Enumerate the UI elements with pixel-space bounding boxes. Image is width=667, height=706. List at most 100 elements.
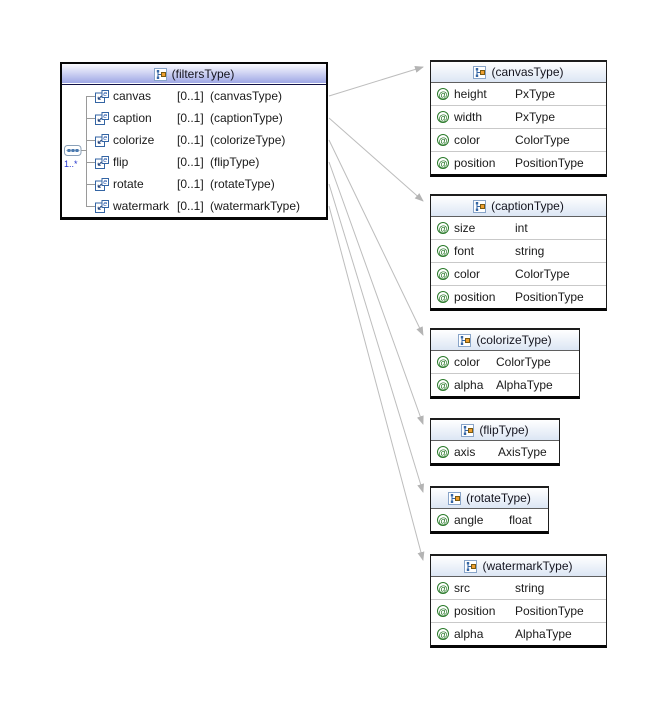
- element-row-caption[interactable]: e caption [0..1] (captionType): [62, 107, 326, 129]
- attribute-row-color[interactable]: @ color ColorType: [431, 351, 579, 373]
- type-title: (watermarkType): [482, 559, 573, 573]
- element-cardinality: [0..1]: [177, 177, 204, 191]
- type-header[interactable]: (canvasType): [431, 62, 606, 83]
- attribute-row-axis[interactable]: @ axis AxisType: [431, 441, 559, 463]
- tree-connector-vertical: [86, 96, 87, 206]
- element-icon: e: [95, 111, 109, 125]
- attribute-row-src[interactable]: @ src string: [431, 577, 606, 599]
- attribute-name: position: [454, 604, 496, 618]
- element-name: watermark: [113, 199, 170, 213]
- connector-watermark: [328, 205, 425, 561]
- attribute-name: angle: [454, 513, 484, 527]
- complex-type-icon: [473, 199, 487, 213]
- attribute-row-angle[interactable]: @ angle float: [431, 509, 548, 531]
- sequence-icon: [64, 145, 82, 156]
- connector-caption: [328, 117, 424, 202]
- attribute-row-color[interactable]: @ color ColorType: [431, 128, 606, 151]
- attribute-type: int: [515, 221, 528, 235]
- attribute-type: PxType: [515, 87, 556, 101]
- element-icon: e: [95, 177, 109, 191]
- attribute-row-width[interactable]: @ width PxType: [431, 105, 606, 128]
- attribute-name: src: [454, 581, 470, 595]
- attribute-name: axis: [454, 445, 476, 459]
- attribute-type: ColorType: [496, 355, 551, 369]
- type-box-rotatetype[interactable]: (rotateType) @ angle float: [430, 486, 549, 534]
- element-type: (captionType): [210, 111, 283, 125]
- attribute-icon: @: [437, 356, 449, 368]
- element-cardinality: [0..1]: [177, 199, 204, 213]
- attribute-icon: @: [437, 157, 449, 169]
- attribute-name: position: [454, 290, 496, 304]
- compositor-cardinality: 1..*: [64, 159, 78, 169]
- attribute-type: PositionType: [515, 156, 584, 170]
- type-box-fliptype[interactable]: (flipType) @ axis AxisType: [430, 418, 560, 466]
- attribute-name: alpha: [454, 378, 484, 392]
- element-cardinality: [0..1]: [177, 133, 204, 147]
- attribute-row-position[interactable]: @ position PositionType: [431, 599, 606, 622]
- attribute-type: string: [515, 244, 545, 258]
- type-header[interactable]: (flipType): [431, 420, 559, 441]
- svg-text:e: e: [103, 179, 107, 186]
- type-title: (captionType): [491, 199, 564, 213]
- attribute-row-position[interactable]: @ position PositionType: [431, 285, 606, 308]
- attribute-type: ColorType: [515, 133, 570, 147]
- attribute-type: PositionType: [515, 604, 584, 618]
- attribute-row-alpha[interactable]: @ alpha AlphaType: [431, 622, 606, 645]
- attribute-name: font: [454, 244, 475, 258]
- attribute-row-color[interactable]: @ color ColorType: [431, 262, 606, 285]
- connector-canvas: [328, 66, 424, 97]
- element-icon: e: [95, 155, 109, 169]
- attribute-row-font[interactable]: @ font string: [431, 239, 606, 262]
- element-row-watermark[interactable]: e watermark [0..1] (watermarkType): [62, 195, 326, 217]
- svg-text:e: e: [103, 113, 107, 120]
- type-header[interactable]: (rotateType): [431, 488, 548, 509]
- attribute-row-alpha[interactable]: @ alpha AlphaType: [431, 373, 579, 396]
- type-box-canvastype[interactable]: (canvasType) @ height PxType @ width PxT…: [430, 60, 607, 177]
- attribute-name: width: [454, 110, 483, 124]
- attribute-icon: @: [437, 291, 449, 303]
- type-title: (rotateType): [466, 491, 531, 505]
- element-row-canvas[interactable]: e canvas [0..1] (canvasType): [62, 85, 326, 107]
- attribute-name: alpha: [454, 627, 484, 641]
- complex-type-box-filterstype[interactable]: (filtersType) 1..*: [60, 62, 328, 220]
- element-row-flip[interactable]: e flip [0..1] (flipType): [62, 151, 326, 173]
- type-title: (flipType): [479, 423, 529, 437]
- type-header[interactable]: (colorizeType): [431, 330, 579, 351]
- connector-flip: [328, 161, 424, 425]
- svg-text:e: e: [103, 135, 107, 142]
- sequence-compositor[interactable]: 1..*: [64, 144, 84, 169]
- type-box-colorizetype[interactable]: (colorizeType) @ color ColorType @ alpha…: [430, 328, 580, 399]
- attribute-name: color: [454, 133, 481, 147]
- attribute-type: AlphaType: [496, 378, 553, 392]
- element-name: colorize: [113, 133, 155, 147]
- compositor-connector-stub: [81, 150, 86, 151]
- attribute-row-position[interactable]: @ position PositionType: [431, 151, 606, 174]
- attribute-row-size[interactable]: @ size int: [431, 217, 606, 239]
- attribute-icon: @: [437, 268, 449, 280]
- type-box-watermarktype[interactable]: (watermarkType) @ src string @ position …: [430, 554, 607, 648]
- element-icon: e: [95, 199, 109, 213]
- element-cardinality: [0..1]: [177, 155, 204, 169]
- type-header[interactable]: (watermarkType): [431, 556, 606, 577]
- attribute-name: position: [454, 156, 496, 170]
- svg-text:e: e: [103, 91, 107, 98]
- attribute-icon: @: [437, 446, 449, 458]
- attribute-icon: @: [437, 88, 449, 100]
- type-header[interactable]: (captionType): [431, 196, 606, 217]
- element-row-rotate[interactable]: e rotate [0..1] (rotateType): [62, 173, 326, 195]
- element-name: caption: [113, 111, 152, 125]
- element-row-colorize[interactable]: e colorize [0..1] (colorizeType): [62, 129, 326, 151]
- filterstype-header[interactable]: (filtersType): [62, 64, 326, 85]
- element-type: (colorizeType): [210, 133, 286, 147]
- attribute-name: height: [454, 87, 487, 101]
- type-box-captiontype[interactable]: (captionType) @ size int @ font string @…: [430, 194, 607, 311]
- attribute-row-height[interactable]: @ height PxType: [431, 83, 606, 105]
- attribute-icon: @: [437, 134, 449, 146]
- svg-text:e: e: [103, 201, 107, 208]
- element-type: (rotateType): [210, 177, 275, 191]
- attribute-name: size: [454, 221, 476, 235]
- attribute-icon: @: [437, 605, 449, 617]
- attribute-icon: @: [437, 628, 449, 640]
- complex-type-icon: [153, 67, 167, 81]
